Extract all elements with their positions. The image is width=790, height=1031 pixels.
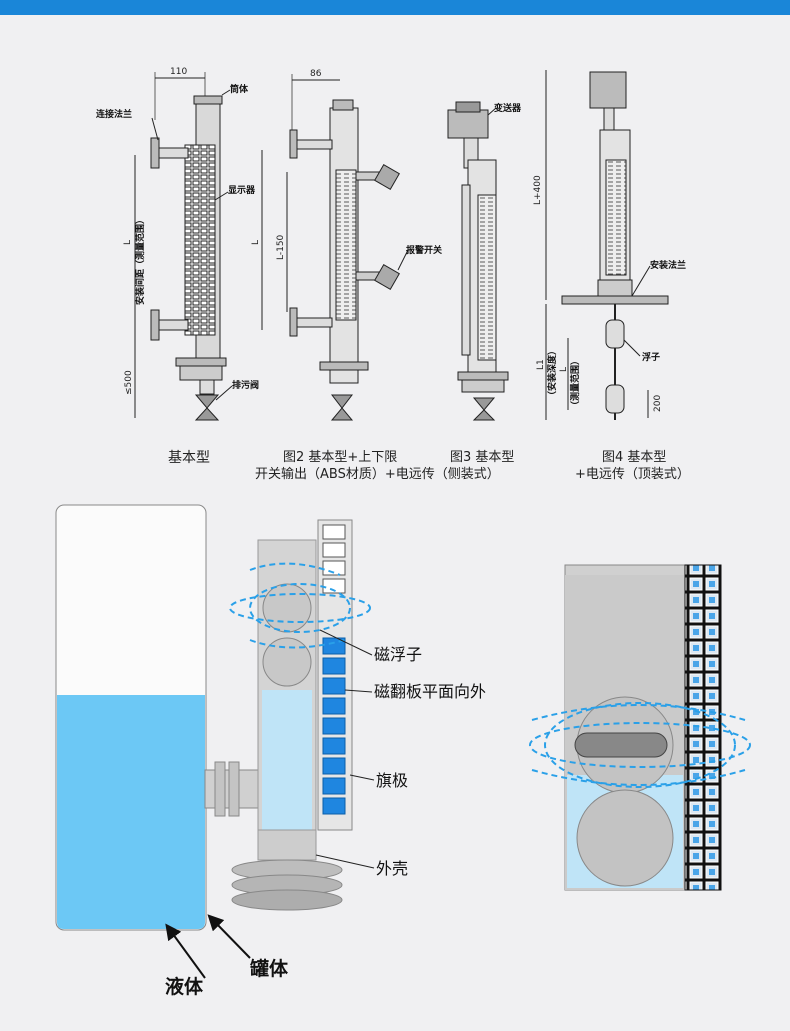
caption-fig1: 基本型: [168, 449, 210, 466]
detail-flip-column: [684, 564, 722, 891]
figure-4-top-transmitter: L+400 L1 （安装深度） L （测量范围） 200 安装法兰 浮子: [533, 70, 686, 420]
fig4-transmitter: [589, 71, 627, 109]
figure-3-side-transmitter: 变送器: [447, 101, 522, 421]
caption-fig4-line1: 图4 基本型: [602, 450, 666, 465]
fig2-label-alarm: 报警开关: [406, 244, 442, 256]
fig1-flange-bottom: [150, 309, 160, 341]
label-liquid: 液体: [165, 975, 204, 998]
principle-illustration: 磁浮子 磁翻板平面向外 旗极 外壳 液体 罐体: [55, 504, 486, 998]
detail-float-lower: [576, 789, 674, 887]
caption-fig2-line1: 图2 基本型+上下限: [283, 450, 397, 465]
fig4-dim-200: 200: [653, 395, 663, 412]
fig4-dim-L-note: （测量范围）: [569, 356, 581, 410]
dim-86: 86: [310, 69, 322, 79]
tank-liquid: [57, 695, 205, 929]
fig4-dim-L1: L1: [536, 359, 546, 370]
dim-110: 110: [170, 67, 187, 77]
detail-field-lines: [529, 702, 751, 788]
label-flag: 旗极: [376, 771, 408, 790]
fig2-switch-bottom: [374, 264, 400, 290]
top-banner: [0, 0, 790, 15]
figure-2-limit-switch: 86 L L-150 报警开关: [251, 69, 442, 421]
label-shell: 外壳: [376, 859, 408, 878]
fig4-float: [605, 319, 625, 349]
fig3-transmitter: [447, 109, 489, 139]
fig1-flange-top: [150, 137, 160, 169]
fig1-dim-L-note: 安装间距（测量范围）: [134, 215, 146, 305]
caption-fig3: 图3 基本型: [450, 450, 514, 465]
label-flip-plates: 磁翻板平面向外: [374, 682, 486, 701]
fig1-label-drain: 排污阀: [232, 379, 259, 391]
detail-magnified-view: [529, 564, 751, 891]
figure-1-basic: 110 L 安装间距（测量范围） ≤500 筒体 连接法兰 显示器 排污阀: [96, 67, 259, 421]
magnetic-float: [262, 583, 312, 633]
flip-plates: [322, 637, 346, 815]
fig1-label-flange: 连接法兰: [96, 108, 132, 120]
label-tank: 罐体: [249, 957, 289, 980]
fig2-dim-L: L: [251, 240, 261, 245]
detail-magnet: [574, 732, 668, 758]
fig1-label-display: 显示器: [228, 185, 256, 196]
fig4-mount-flange: [561, 295, 669, 305]
magnetic-field-lines: [229, 562, 371, 649]
fig4-dim-L: L: [559, 367, 569, 372]
fig1-scale: [184, 144, 216, 336]
fig4-dim-L1-note: （安装深度）: [546, 346, 558, 400]
fig4-label-mount-flange: 安装法兰: [650, 259, 686, 271]
fig1-dim-L: L: [123, 240, 133, 245]
fig1-dim-500: ≤500: [124, 370, 134, 395]
fig4-dim-L400: L+400: [533, 175, 543, 205]
caption-fig4-line2: +电远传（顶装式）: [575, 467, 690, 482]
caption-fig2-line2: 开关输出（ABS材质）+电远传（侧装式）: [255, 466, 500, 482]
fig1-label-body: 筒体: [230, 83, 249, 95]
fig4-label-float: 浮子: [642, 351, 660, 363]
fig2-switch-top: [374, 164, 400, 190]
fig1-drain-valve: [194, 394, 220, 421]
label-magnetic-float: 磁浮子: [374, 645, 422, 664]
fig2-dim-L150: L-150: [276, 234, 286, 260]
fig3-label-transmitter: 变送器: [494, 102, 522, 114]
